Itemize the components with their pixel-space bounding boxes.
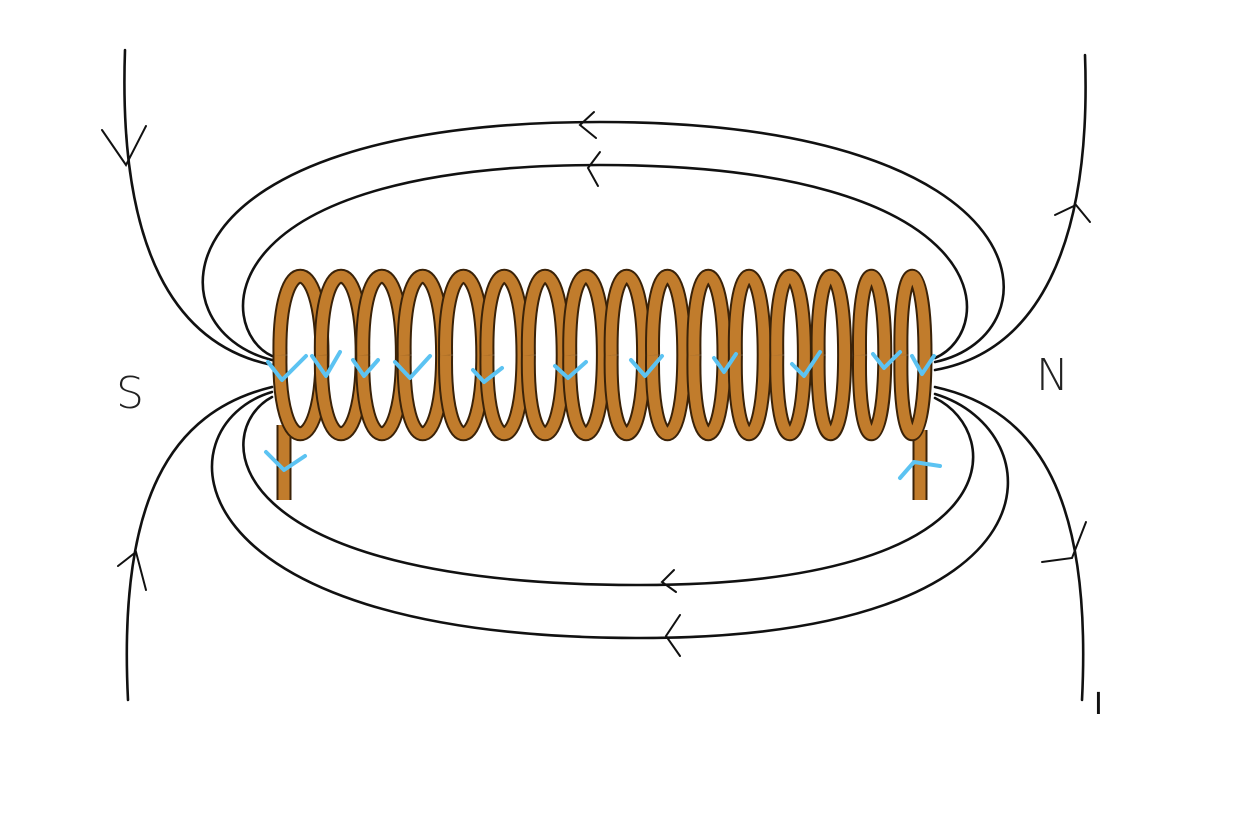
field-loop-bottom-outer: [210, 390, 1010, 640]
coil-turn: [605, 270, 650, 440]
coil-turn: [812, 270, 851, 440]
south-pole-label: S: [116, 368, 144, 419]
current-mark-icon: [629, 354, 664, 378]
field-lines: [123, 48, 1087, 702]
coil-turn: [688, 270, 730, 440]
arrow-down-icon: [101, 125, 147, 167]
field-loop-top-outer: [201, 120, 1005, 364]
arrow-left-icon: [660, 569, 677, 593]
north-pole-label: N: [1036, 350, 1069, 401]
coil-turn: [895, 270, 931, 440]
current-mark-icon: [264, 450, 307, 472]
current-mark-icon: [310, 350, 342, 378]
coil-turn: [854, 270, 891, 440]
field-line-right-top: [933, 53, 1087, 372]
field-line-left-top: [123, 48, 274, 367]
current-mark-icon: [910, 354, 936, 376]
coil-turn: [771, 270, 810, 440]
coil-turn: [729, 270, 770, 440]
field-loop-top-inner: [241, 163, 969, 360]
coil-turn: [274, 270, 328, 440]
current-mark-icon: [393, 354, 432, 380]
arrow-up-icon: [117, 550, 147, 591]
coil-turn: [522, 270, 569, 440]
field-direction-arrows: [101, 111, 1091, 657]
current-mark-icon: [266, 354, 308, 382]
current-mark-icon: [553, 360, 588, 380]
arrow-left-icon: [578, 111, 597, 139]
coil-turn: [481, 270, 529, 440]
field-loop-bottom-inner: [242, 395, 975, 587]
coil-turn: [647, 270, 690, 440]
current-mark-icon: [471, 366, 504, 384]
current-mark-icon: [790, 350, 822, 378]
current-mark-icon: [351, 358, 380, 378]
current-mark-icon: [871, 350, 902, 370]
current-direction-marks: [264, 350, 942, 480]
coil-turn: [564, 270, 609, 440]
arrow-left-icon: [586, 151, 601, 187]
arrow-left-icon: [664, 614, 681, 657]
current-mark-icon: [898, 460, 942, 480]
arrow-down-icon: [1041, 521, 1087, 563]
current-label: I: [1094, 687, 1103, 722]
field-line-right-bottom: [933, 385, 1085, 702]
field-line-left-bottom: [125, 385, 274, 702]
current-mark-icon: [712, 352, 738, 374]
solenoid-coil: [272, 268, 933, 500]
arrow-up-icon: [1054, 203, 1091, 223]
